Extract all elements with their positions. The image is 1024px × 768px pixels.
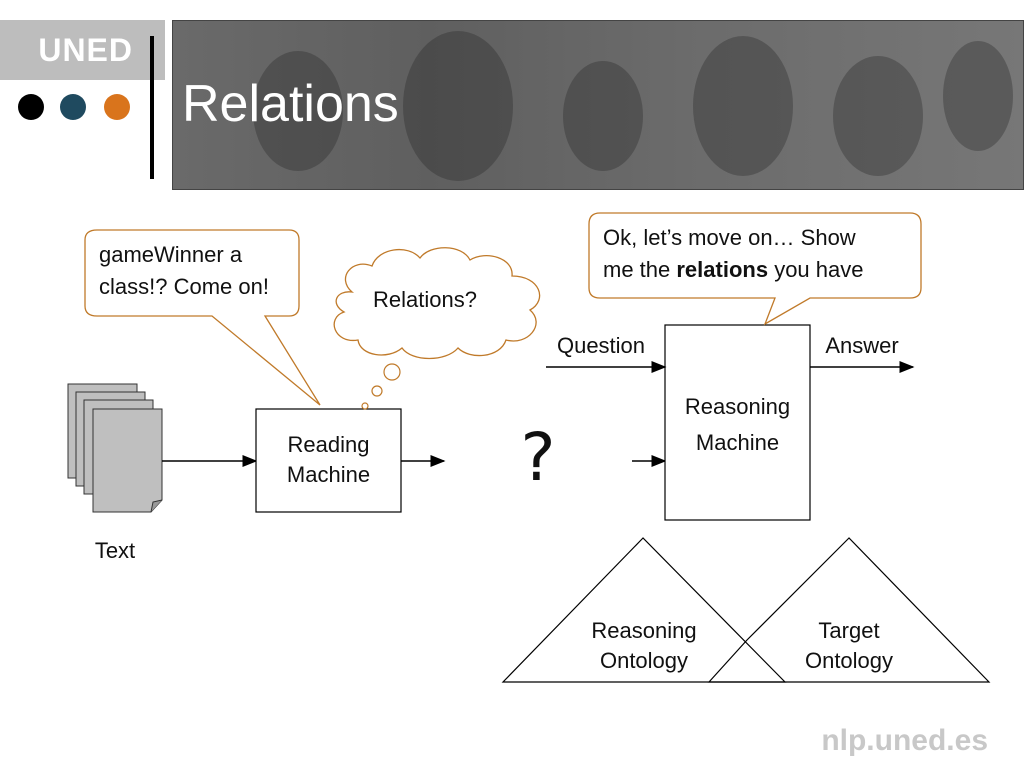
header-photo	[172, 20, 1024, 190]
uned-logo: UNED	[0, 20, 165, 80]
reasoner-request-line2-post: you have	[768, 257, 864, 282]
reader-complaint-callout	[84, 229, 321, 406]
text-label: Text	[94, 538, 136, 563]
thought-cloud	[333, 247, 541, 410]
reasoning-machine-line2: Machine	[695, 430, 780, 455]
target-ontology-line2: Ontology	[804, 648, 894, 673]
orange-dot-icon	[104, 94, 130, 120]
unknown-mark: ?	[520, 419, 556, 496]
target-ontology-triangle	[707, 537, 991, 683]
black-dot-icon	[18, 94, 44, 120]
reader-complaint-line2: class!? Come on!	[99, 274, 269, 299]
reader-complaint-text: gameWinner a class!? Come on!	[99, 239, 295, 303]
footer-url: nlp.uned.es	[821, 724, 988, 757]
target-ontology-line1: Target	[818, 618, 880, 643]
reasoning-machine-label: Reasoning Machine	[665, 389, 810, 461]
question-label: Question	[556, 333, 646, 358]
slide-title: Relations	[182, 75, 399, 133]
answer-label: Answer	[825, 333, 899, 358]
thought-text: Relations?	[373, 287, 477, 312]
teal-dot-icon	[60, 94, 86, 120]
reading-machine-line2: Machine	[286, 462, 371, 487]
reading-machine-box	[255, 408, 402, 513]
uned-logo-text: UNED	[38, 31, 133, 68]
reasoning-ontology-line1: Reasoning	[591, 618, 697, 643]
reasoner-request-text: Ok, let’s move on… Show me the relations…	[603, 222, 915, 286]
document-stack-icon	[67, 383, 163, 513]
target-ontology-label: Target Ontology	[779, 616, 919, 676]
header-divider	[150, 36, 154, 179]
reasoning-ontology-line2: Ontology	[599, 648, 689, 673]
reasoner-request-line1: Ok, let’s move on… Show	[603, 225, 856, 250]
reasoning-machine-box	[664, 324, 811, 521]
reader-complaint-line1: gameWinner a	[99, 242, 243, 267]
reasoning-ontology-label: Reasoning Ontology	[574, 616, 714, 676]
reasoning-ontology-triangle	[501, 537, 787, 683]
relations-emphasis: relations	[676, 257, 769, 282]
reading-machine-label: Reading Machine	[256, 430, 401, 490]
reasoner-request-line2-pre: me the	[603, 257, 677, 282]
reading-machine-line1: Reading	[287, 432, 370, 457]
reasoner-request-callout	[588, 212, 922, 326]
reasoner-request-line2: me the relations you have	[603, 254, 915, 286]
reasoning-machine-line1: Reasoning	[684, 394, 791, 419]
